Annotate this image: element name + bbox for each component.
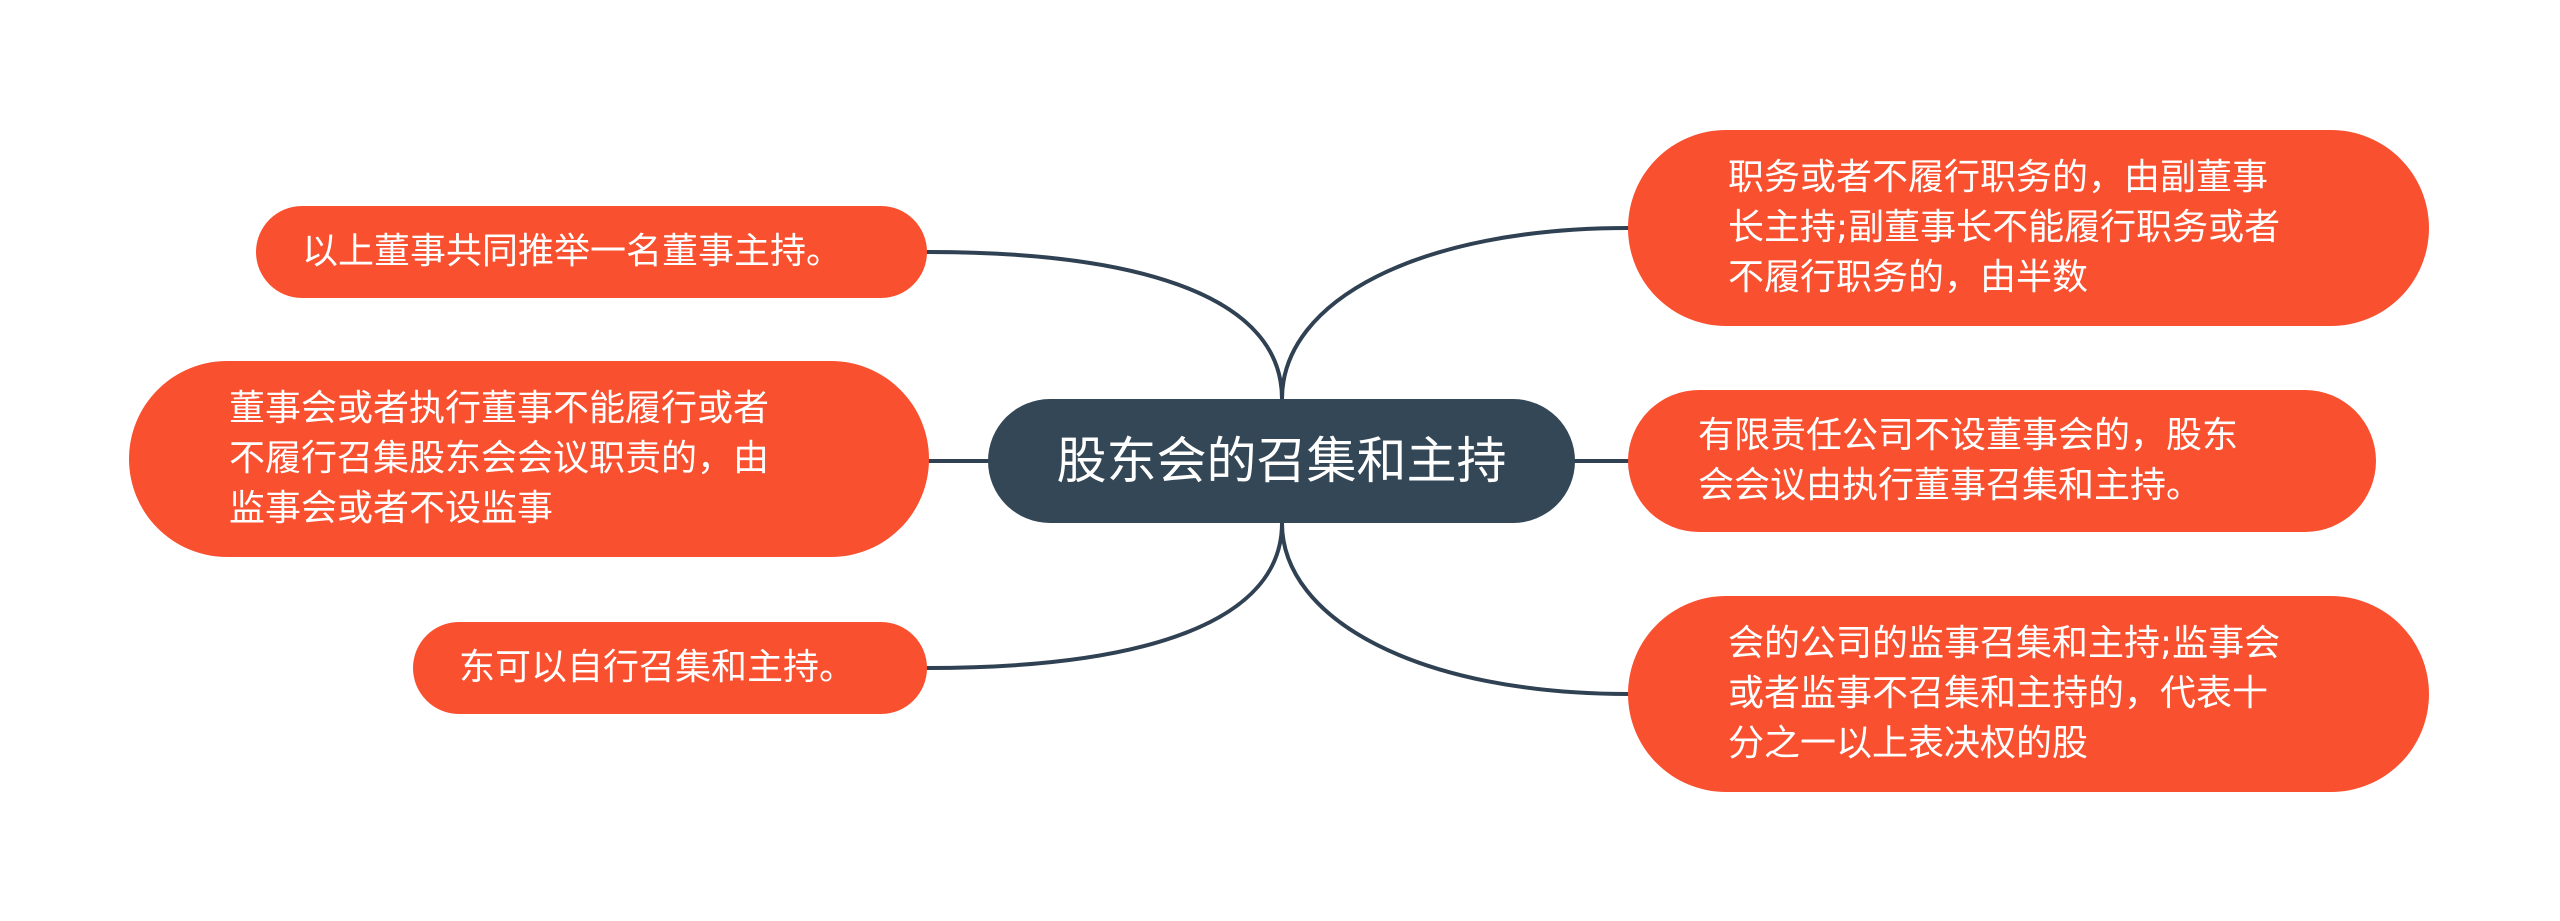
subtopic-text: 东可以自行召集和主持。: [459, 643, 855, 693]
connector-right-1: [1280, 226, 1630, 401]
subtopic-right-1[interactable]: 职务或者不履行职务的，由副董事 长主持;副董事长不能履行职务或者 不履行职务的，…: [1628, 130, 2429, 326]
text-line: 监事会或者不设监事: [229, 488, 554, 529]
text-line: 或者监事不召集和主持的，代表十: [1728, 673, 2269, 714]
text-line: 不履行职务的，由半数: [1728, 257, 2089, 298]
subtopic-text: 有限责任公司不设董事会的，股东 会会议由执行董事召集和主持。: [1698, 411, 2238, 511]
subtopic-text: 职务或者不履行职务的，由副董事 长主持;副董事长不能履行职务或者 不履行职务的，…: [1728, 153, 2280, 303]
text-line: 职务或者不履行职务的，由副董事: [1728, 157, 2269, 198]
subtopic-right-3[interactable]: 会的公司的监事召集和主持;监事会 或者监事不召集和主持的，代表十 分之一以上表决…: [1628, 596, 2429, 792]
text-line: 会会议由执行董事召集和主持。: [1698, 465, 2203, 506]
root-topic[interactable]: 股东会的召集和主持: [988, 399, 1575, 523]
text-line: 以上董事共同推举一名董事主持。: [302, 231, 843, 272]
subtopic-left-2[interactable]: 董事会或者执行董事不能履行或者 不履行召集股东会会议职责的，由 监事会或者不设监…: [129, 361, 929, 557]
text-line: 分之一以上表决权的股: [1728, 723, 2089, 764]
text-line: 不履行召集股东会会议职责的，由: [229, 438, 770, 479]
connector-left-1: [925, 250, 1284, 401]
connector-right-3: [1280, 521, 1630, 696]
subtopic-right-2[interactable]: 有限责任公司不设董事会的，股东 会会议由执行董事召集和主持。: [1628, 390, 2376, 532]
subtopic-left-1[interactable]: 以上董事共同推举一名董事主持。: [256, 206, 927, 298]
root-topic-label: 股东会的召集和主持: [1056, 432, 1507, 490]
text-line: 董事会或者执行董事不能履行或者: [229, 388, 770, 429]
subtopic-text: 会的公司的监事召集和主持;监事会 或者监事不召集和主持的，代表十 分之一以上表决…: [1728, 619, 2280, 769]
connector-left-3: [925, 521, 1284, 670]
subtopic-left-3[interactable]: 东可以自行召集和主持。: [413, 622, 927, 714]
text-line: 长主持;副董事长不能履行职务或者: [1728, 207, 2281, 248]
text-line: 东可以自行召集和主持。: [459, 647, 856, 688]
subtopic-text: 董事会或者执行董事不能履行或者 不履行召集股东会会议职责的，由 监事会或者不设监…: [229, 384, 769, 534]
subtopic-text: 以上董事共同推举一名董事主持。: [302, 227, 842, 277]
text-line: 有限责任公司不设董事会的，股东: [1698, 415, 2239, 456]
text-line: 会的公司的监事召集和主持;监事会: [1728, 623, 2281, 664]
